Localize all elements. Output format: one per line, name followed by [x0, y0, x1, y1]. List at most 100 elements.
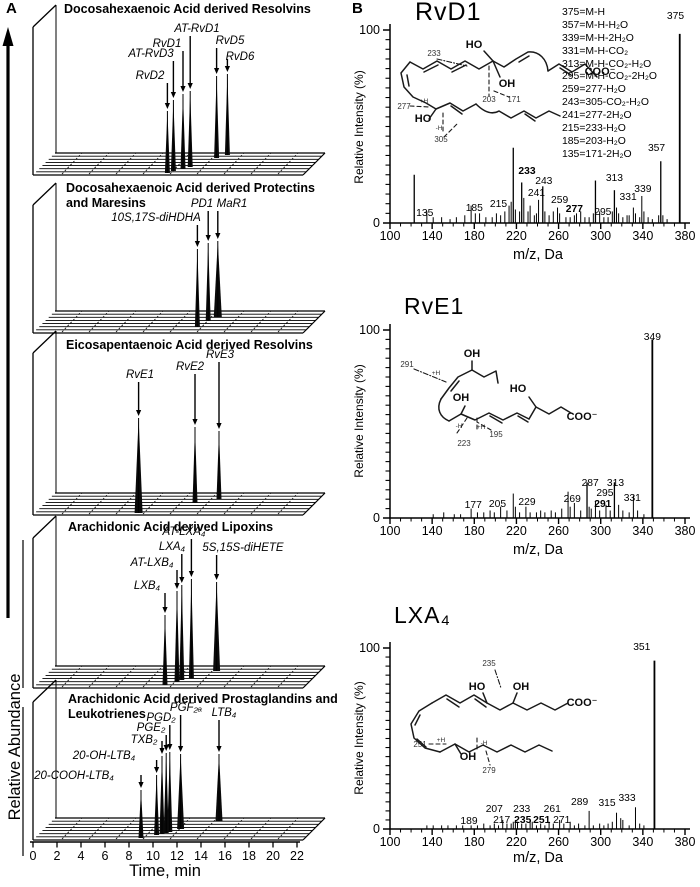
svg-text:300: 300 [590, 524, 611, 538]
svg-text:251: 251 [533, 815, 550, 826]
chromatogram-title-protectins-maresins: Docosahexaenoic Acid derived Protectins … [66, 181, 315, 210]
svg-text:189: 189 [460, 816, 477, 827]
svg-text:295: 295 [594, 207, 611, 218]
svg-text:220: 220 [506, 835, 527, 849]
svg-text:PGE₂: PGE₂ [137, 722, 166, 734]
svg-text:12: 12 [170, 849, 184, 863]
svg-text:0: 0 [373, 822, 380, 836]
time-axis-label: Time, min [129, 862, 201, 880]
chromatogram-title-lipoxins: Arachidonic Acid derived Lipoxins [68, 520, 274, 534]
svg-text:261: 261 [544, 804, 561, 815]
svg-text:333: 333 [618, 793, 635, 804]
svg-text:140: 140 [422, 524, 443, 538]
fragment-line: 243=305-CO₂-H₂O [562, 97, 649, 109]
svg-text:+H: +H [477, 424, 486, 431]
svg-text:260: 260 [548, 835, 569, 849]
mz-axis-label-rve1: m/z, Da [513, 542, 563, 558]
molecular-structure-lxa4 [410, 669, 569, 766]
svg-text:229: 229 [518, 497, 535, 508]
fragment-line: 241=277-2H₂O [562, 110, 632, 122]
svg-text:AT-LXA₄: AT-LXA₄ [162, 526, 206, 538]
svg-text:RvE3: RvE3 [206, 349, 235, 361]
svg-text:300: 300 [590, 835, 611, 849]
svg-text:8: 8 [126, 849, 133, 863]
svg-text:269: 269 [564, 494, 581, 505]
svg-text:OH: OH [460, 751, 477, 763]
svg-text:220: 220 [506, 524, 527, 538]
svg-text:203: 203 [482, 95, 496, 104]
relative-abundance-axis-label: Relative Abundance [6, 673, 24, 821]
svg-text:TXB₂: TXB₂ [131, 734, 158, 746]
svg-text:COO⁻: COO⁻ [567, 411, 598, 423]
chromatogram-title-dha-resolvins: Docosahexaenoic Acid derived Resolvins [64, 2, 311, 16]
fragment-line: 375=M-H [562, 7, 606, 18]
svg-text:14: 14 [194, 849, 208, 863]
svg-text:340: 340 [632, 524, 653, 538]
svg-text:100: 100 [380, 229, 401, 243]
svg-text:RvD5: RvD5 [216, 35, 245, 47]
svg-text:205: 205 [489, 499, 506, 510]
svg-text:LTB₄: LTB₄ [212, 707, 237, 719]
svg-text:220: 220 [506, 229, 527, 243]
svg-text:100: 100 [359, 641, 380, 655]
svg-text:277: 277 [397, 102, 411, 111]
fragment-line: 339=M-H-2H₂O [562, 32, 634, 44]
svg-text:289: 289 [571, 797, 588, 808]
svg-text:331: 331 [620, 192, 637, 203]
svg-text:COO⁻: COO⁻ [567, 697, 598, 709]
svg-text:380: 380 [675, 835, 696, 849]
svg-text:180: 180 [464, 524, 485, 538]
svg-text:233: 233 [427, 49, 441, 58]
svg-text:339: 339 [634, 184, 651, 195]
svg-text:RvD1: RvD1 [153, 38, 182, 50]
svg-text:287: 287 [582, 478, 599, 489]
svg-text:340: 340 [632, 229, 653, 243]
svg-text:10S,17S-diHDHA: 10S,17S-diHDHA [111, 212, 201, 224]
svg-text:100: 100 [380, 524, 401, 538]
svg-text:20: 20 [266, 849, 280, 863]
svg-text:349: 349 [644, 332, 661, 343]
svg-text:6: 6 [102, 849, 109, 863]
svg-text:171: 171 [507, 95, 521, 104]
fragment-line: 357=M-H-H₂O [562, 19, 629, 31]
svg-text:340: 340 [632, 835, 653, 849]
svg-text:375: 375 [667, 11, 684, 22]
svg-text:100: 100 [359, 323, 380, 337]
svg-text:233: 233 [518, 166, 535, 177]
svg-text:HO: HO [466, 39, 483, 51]
relative-intensity-label-rve1: Relative Intensity (%) [352, 364, 366, 478]
svg-text:177: 177 [465, 500, 482, 511]
svg-text:2: 2 [54, 849, 61, 863]
svg-text:291: 291 [400, 360, 414, 369]
svg-text:MaR1: MaR1 [217, 198, 248, 210]
svg-text:277: 277 [566, 204, 583, 215]
svg-text:PGD₂: PGD₂ [146, 712, 176, 724]
mz-axis-label-rvd1: m/z, Da [513, 247, 563, 263]
svg-text:357: 357 [648, 143, 665, 154]
svg-text:RvD6: RvD6 [226, 51, 255, 63]
svg-text:5S,15S-diHETE: 5S,15S-diHETE [202, 542, 284, 554]
svg-text:295: 295 [596, 488, 613, 499]
svg-text:233: 233 [513, 804, 530, 815]
svg-text:291: 291 [594, 499, 611, 510]
svg-text:10: 10 [146, 849, 160, 863]
svg-text:180: 180 [464, 229, 485, 243]
svg-text:18: 18 [242, 849, 256, 863]
spectrum-title-rvd1: RvD1 [415, 0, 482, 26]
svg-text:-H: -H [436, 125, 443, 132]
svg-text:241: 241 [528, 188, 545, 199]
svg-text:100: 100 [359, 23, 380, 37]
svg-text:0: 0 [373, 511, 380, 525]
svg-text:313: 313 [607, 478, 624, 489]
svg-text:20-OH-LTB₄: 20-OH-LTB₄ [72, 750, 136, 762]
svg-text:180: 180 [464, 835, 485, 849]
svg-text:300: 300 [590, 229, 611, 243]
svg-text:259: 259 [551, 195, 568, 206]
svg-text:140: 140 [422, 835, 443, 849]
